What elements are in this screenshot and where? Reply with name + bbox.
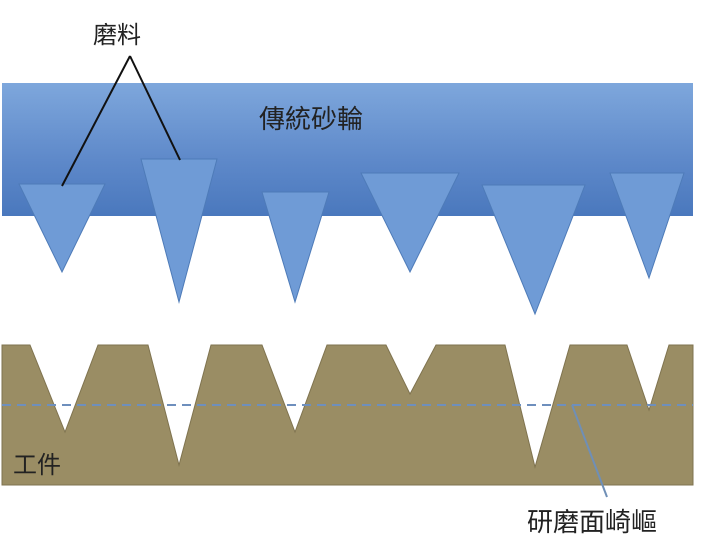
abrasive-leader-right	[129, 55, 181, 161]
roughness-leader	[571, 404, 608, 498]
abrasive-label: 磨料	[93, 21, 141, 49]
workpiece	[1, 344, 694, 486]
abrasive-grain	[360, 172, 460, 274]
abrasive-grain	[18, 183, 106, 274]
abrasive-leader-left	[61, 55, 131, 187]
abrasive-grain	[481, 184, 586, 316]
abrasive-grain	[140, 158, 218, 304]
abrasive-grains	[18, 158, 685, 316]
abrasive-grain	[261, 191, 330, 304]
surface-roughness-label: 研磨面崎嶇	[527, 508, 657, 538]
wheel-label: 傳統砂輪	[259, 105, 363, 135]
abrasive-grain	[609, 172, 685, 280]
workpiece-label: 工件	[13, 451, 61, 479]
